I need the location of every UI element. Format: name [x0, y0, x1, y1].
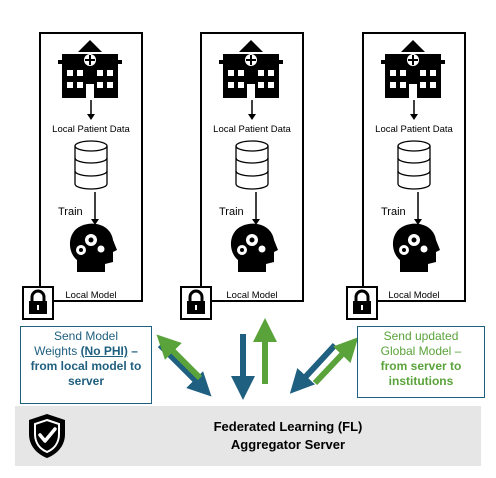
- local-patient-data-label: Local Patient Data: [375, 124, 453, 135]
- hospital-icon: [58, 40, 122, 98]
- lock-icon: [346, 286, 378, 320]
- upload-arrow-left: [157, 342, 212, 397]
- download-arrow-left: [156, 334, 203, 381]
- send-global-model-note: Send updated Global Model – from server …: [357, 326, 485, 398]
- upload-arrow-right: [289, 342, 338, 394]
- shield-check-icon: [29, 414, 65, 458]
- lock-icon: [180, 286, 212, 320]
- database-icon: [397, 140, 431, 190]
- institution-graphics: [219, 40, 283, 272]
- server-title: Federated Learning (FL) Aggregator Serve…: [213, 419, 363, 452]
- institution-graphics: [58, 40, 122, 272]
- ai-head-icon: [230, 223, 278, 272]
- download-arrow-right: [312, 337, 359, 386]
- train-label: Train: [58, 206, 83, 218]
- lock-icon: [22, 286, 54, 320]
- database-icon: [235, 140, 269, 190]
- local-patient-data-label: Local Patient Data: [52, 124, 130, 135]
- institution-panel-1: Local Patient Data Train Local Model: [39, 32, 143, 302]
- institution-panel-3: Local Patient Data Train Local Model: [362, 32, 466, 302]
- institution-panel-2: Local Patient Data Train Local Model: [200, 32, 304, 302]
- institution-graphics: [381, 40, 445, 272]
- train-label: Train: [381, 206, 406, 218]
- local-patient-data-label: Local Patient Data: [213, 124, 291, 135]
- local-model-label: Local Model: [388, 290, 440, 301]
- ai-head-icon: [392, 223, 440, 272]
- hospital-icon: [219, 40, 283, 98]
- ai-head-icon: [69, 223, 117, 272]
- send-weights-note: Send Model Weights (No PHI) – from local…: [20, 326, 152, 404]
- aggregator-server-panel: Federated Learning (FL) Aggregator Serve…: [15, 406, 481, 466]
- train-label: Train: [219, 206, 244, 218]
- local-model-label: Local Model: [226, 290, 278, 301]
- database-icon: [74, 140, 108, 190]
- hospital-icon: [381, 40, 445, 98]
- local-model-label: Local Model: [65, 290, 117, 301]
